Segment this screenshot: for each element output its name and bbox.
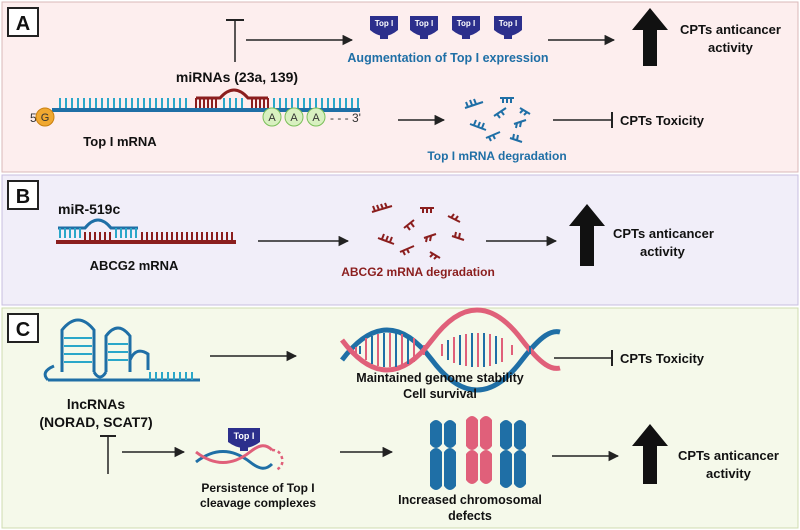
mrna-cap-label: G <box>41 112 50 124</box>
poly-a-circle-icon <box>306 107 326 127</box>
persistence-text-line2: cleavage complexes <box>200 496 316 510</box>
augmentation-text: Augmentation of Top I expression <box>347 51 548 65</box>
five-prime-label: 5' <box>30 111 39 125</box>
persistence-text-line1: Persistence of Top I <box>201 481 314 495</box>
panel-a: A Top I Top I Top I <box>1 1 799 173</box>
dna-helix-icon <box>340 307 561 393</box>
lncrna-structure-icon <box>43 318 200 382</box>
panel-c: C lncRNAs (NORAD, SCAT7) Maintained geno… <box>1 307 799 529</box>
panel-c-background <box>1 307 799 529</box>
abcg2-mrna <box>56 232 236 244</box>
abcg2-degradation-text: ABCG2 mRNA degradation <box>341 265 495 279</box>
panel-a-label: A <box>16 13 30 35</box>
toxicity-text-c: CPTs Toxicity <box>620 351 705 366</box>
top-i-badge-icon: Top I <box>370 16 398 39</box>
increase-arrow-icon <box>569 204 605 266</box>
chromosomes-icon <box>430 416 526 490</box>
top-i-badge-icon: Top I <box>452 16 480 39</box>
degraded-fragments-red <box>371 202 465 260</box>
panel-c-label-box <box>7 313 39 343</box>
panel-b: B miR-519c ABCG2 mRNA ABCG2 mRNA degrada… <box>1 174 799 306</box>
top-i-proteins: Top I Top I Top I Top I <box>370 16 522 39</box>
poly-a-circle-icon <box>262 107 282 127</box>
top-i-degradation-text: Top I mRNA degradation <box>427 149 566 163</box>
anticancer-text-line2: activity <box>706 466 752 481</box>
anticancer-text-line1: CPTs anticancer <box>680 22 781 37</box>
chromosomal-defects-line1: Increased chromosomal <box>398 493 542 507</box>
top-i-mrna <box>52 98 360 112</box>
top-i-badge-icon: Top I <box>494 16 522 39</box>
mirnas-label: miRNAs (23a, 139) <box>176 69 298 85</box>
toxicity-text-a: CPTs Toxicity <box>620 113 705 128</box>
panel-a-label-box <box>7 7 39 37</box>
top-i-badge-icon: Top I <box>228 428 260 451</box>
mrna-cap-icon <box>35 107 55 127</box>
top-i-badge-text: Top I <box>375 19 394 28</box>
top-i-badge-text: Top I <box>234 431 255 441</box>
increase-arrow-icon <box>632 8 668 66</box>
top-i-mrna-label: Top I mRNA <box>83 134 157 149</box>
degraded-fragments-blue <box>464 97 531 143</box>
panel-b-label-box <box>7 180 39 210</box>
anticancer-text-line1: CPTs anticancer <box>678 448 779 463</box>
cell-survival-text: Cell survival <box>403 387 477 401</box>
lncrna-label-line2: (NORAD, SCAT7) <box>39 414 152 430</box>
panel-c-label: C <box>16 319 30 341</box>
lncrna-label-line1: lncRNAs <box>67 396 126 412</box>
top-i-badge-text: Top I <box>499 19 518 28</box>
mirna-strand <box>195 88 269 108</box>
three-prime-label: - - - 3' <box>330 111 361 125</box>
mir-519c-label: miR-519c <box>58 201 120 217</box>
chromosomal-defects-line2: defects <box>448 509 492 523</box>
top-i-badge-text: Top I <box>415 19 434 28</box>
anticancer-text-line2: activity <box>640 244 686 259</box>
top-i-badge-icon: Top I <box>410 16 438 39</box>
top-i-badge-text: Top I <box>457 19 476 28</box>
anticancer-text-line1: CPTs anticancer <box>613 226 714 241</box>
panel-a-background <box>1 1 799 173</box>
panel-b-label: B <box>16 186 30 208</box>
top-i-cleavage-complex: Top I <box>195 428 284 472</box>
anticancer-text-line2: activity <box>708 40 754 55</box>
poly-a-circle-icon <box>284 107 304 127</box>
poly-a-label: A <box>268 112 276 124</box>
mir-519c-strand <box>58 218 138 238</box>
increase-arrow-icon <box>632 424 668 484</box>
genome-stability-text: Maintained genome stability <box>356 371 523 385</box>
abcg2-mrna-label: ABCG2 mRNA <box>90 258 179 273</box>
poly-a-label: A <box>290 112 298 124</box>
poly-a-tail: A A A <box>262 107 326 127</box>
poly-a-label: A <box>312 112 320 124</box>
